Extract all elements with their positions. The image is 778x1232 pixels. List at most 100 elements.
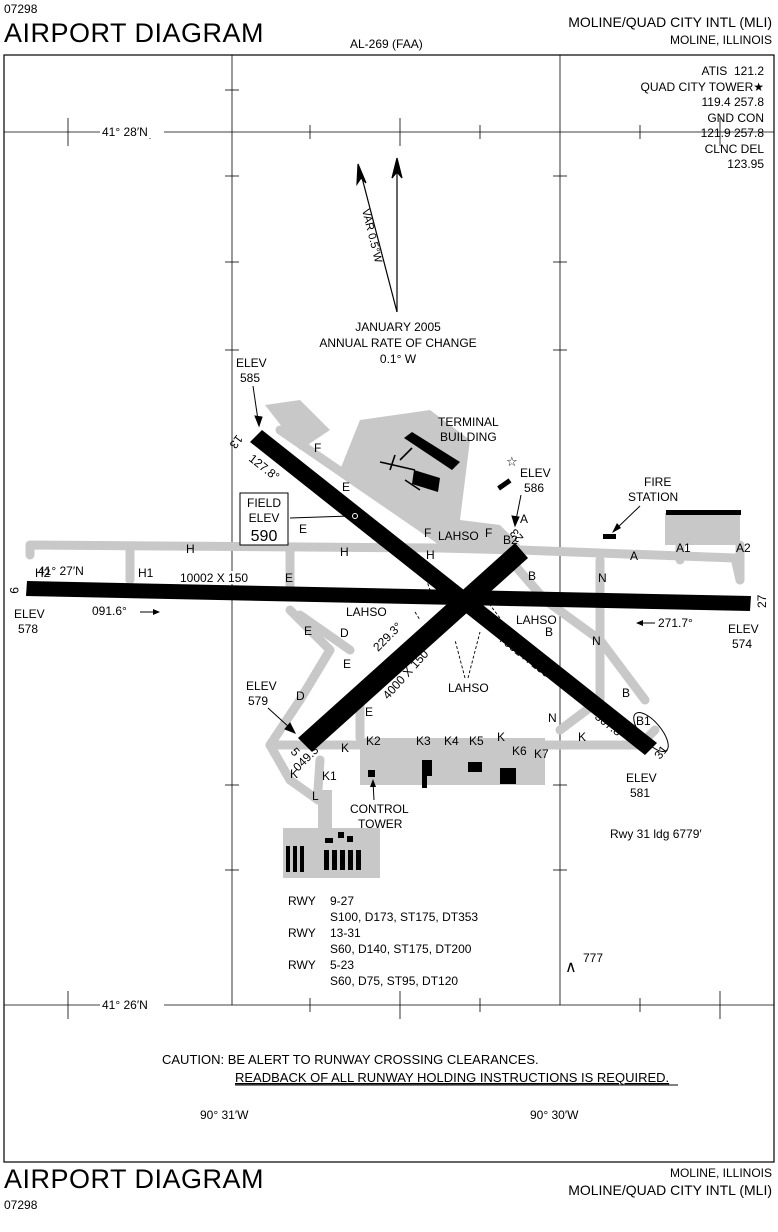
svg-text:B: B bbox=[545, 625, 553, 639]
page-title: AIRPORT DIAGRAM bbox=[4, 18, 265, 48]
footer-airport-name: MOLINE/QUAD CITY INTL (MLI) bbox=[568, 1182, 772, 1198]
rwy-27-label: 27 bbox=[755, 594, 769, 608]
runway-31-pad bbox=[633, 712, 669, 752]
svg-text:RWY: RWY bbox=[288, 958, 316, 972]
procedure-id: AL-269 (FAA) bbox=[350, 37, 423, 51]
svg-text:D: D bbox=[340, 626, 349, 640]
svg-text:A2: A2 bbox=[736, 541, 751, 555]
svg-text:B: B bbox=[528, 569, 536, 583]
svg-text:F: F bbox=[314, 441, 321, 455]
svg-text:K: K bbox=[290, 767, 298, 781]
hdg-27: 271.7° bbox=[658, 616, 693, 630]
elev-13-label: ELEV bbox=[236, 356, 267, 370]
rwy-13-label: 13 bbox=[226, 432, 245, 451]
svg-text:LAHSO: LAHSO bbox=[346, 605, 387, 619]
runway-9-27 bbox=[26, 581, 751, 611]
svg-text:RWY: RWY bbox=[288, 894, 316, 908]
elev-pointers bbox=[252, 385, 522, 734]
terminal-label1: TERMINAL bbox=[438, 415, 499, 429]
buildings bbox=[286, 432, 741, 872]
svg-text:A1: A1 bbox=[676, 541, 691, 555]
svg-text:K: K bbox=[341, 741, 349, 755]
svg-text:S60, D140, ST175, DT200: S60, D140, ST175, DT200 bbox=[330, 942, 472, 956]
beacon-icon: ☆ bbox=[506, 454, 518, 469]
runway-5-23 bbox=[298, 543, 528, 752]
svg-text:L: L bbox=[312, 789, 319, 803]
gnd-con: GND CON bbox=[707, 110, 764, 125]
svg-text:H: H bbox=[340, 545, 349, 559]
svg-text:LAHSO: LAHSO bbox=[438, 529, 479, 543]
mag-rate-label: ANNUAL RATE OF CHANGE bbox=[319, 336, 476, 350]
svg-text:K: K bbox=[578, 730, 586, 744]
elev-13: 585 bbox=[240, 371, 260, 385]
star-icon: ★ bbox=[753, 79, 764, 94]
svg-text:K2: K2 bbox=[366, 734, 381, 748]
svg-text:K6: K6 bbox=[512, 744, 527, 758]
svg-text:H: H bbox=[186, 542, 195, 556]
svg-text:H2: H2 bbox=[35, 566, 51, 580]
elev-9-label: ELEV bbox=[14, 607, 45, 621]
svg-text:N: N bbox=[598, 571, 607, 585]
ldg-distance: Rwy 31 ldg 6779′ bbox=[610, 827, 702, 841]
svg-text:N: N bbox=[548, 711, 557, 725]
elev-31-label: ELEV bbox=[626, 771, 657, 785]
svg-text:LAHSO: LAHSO bbox=[448, 681, 489, 695]
svg-text:D: D bbox=[296, 689, 305, 703]
obstacle-height: 777 bbox=[583, 951, 603, 965]
svg-text:F: F bbox=[424, 526, 431, 540]
map-frame bbox=[3, 54, 775, 1163]
svg-text:K5: K5 bbox=[469, 734, 484, 748]
footer-title: AIRPORT DIAGRAM bbox=[4, 1164, 265, 1194]
svg-text:B1: B1 bbox=[636, 714, 651, 728]
caution-line1: CAUTION: BE ALERT TO RUNWAY CROSSING CLE… bbox=[162, 1052, 539, 1067]
svg-text:E: E bbox=[342, 480, 350, 494]
footer-volume-id: 07298 bbox=[4, 1198, 38, 1212]
lat-bottom-label: 41° 26′N bbox=[102, 998, 148, 1012]
svg-text:S60, D75, ST95, DT120: S60, D75, ST95, DT120 bbox=[330, 974, 458, 988]
taxiway-b bbox=[505, 555, 650, 705]
elev-23-label: ELEV bbox=[520, 466, 551, 480]
svg-text:K3: K3 bbox=[416, 734, 431, 748]
airport-name: MOLINE/QUAD CITY INTL (MLI) bbox=[568, 14, 772, 30]
svg-text:5-23: 5-23 bbox=[330, 958, 354, 972]
svg-text:9-27: 9-27 bbox=[330, 894, 354, 908]
svg-text:RWY: RWY bbox=[288, 926, 316, 940]
svg-text:13-31: 13-31 bbox=[330, 926, 361, 940]
field-elev-label2: ELEV bbox=[249, 511, 280, 525]
terminal-building bbox=[404, 432, 460, 470]
north-arrow bbox=[356, 157, 403, 313]
frequencies-block: ATIS 121.2 QUAD CITY TOWER★ 119.4 257.8 … bbox=[641, 64, 764, 173]
runways bbox=[26, 430, 751, 755]
svg-text:E: E bbox=[365, 705, 373, 719]
svg-text:K: K bbox=[497, 730, 505, 744]
svg-text:E: E bbox=[343, 657, 351, 671]
field-elev-box bbox=[239, 492, 289, 546]
svg-text:S100, D173, ST175, DT353: S100, D173, ST175, DT353 bbox=[330, 910, 478, 924]
svg-text:K7: K7 bbox=[534, 747, 549, 761]
svg-text:N: N bbox=[592, 634, 601, 648]
elev-27-label: ELEV bbox=[728, 622, 759, 636]
control-tower-building bbox=[368, 770, 375, 777]
svg-text:A: A bbox=[630, 549, 638, 563]
fire-station-building bbox=[603, 534, 616, 539]
elev-5-label: ELEV bbox=[246, 679, 277, 693]
elev-5: 579 bbox=[248, 694, 268, 708]
svg-text:H1: H1 bbox=[138, 566, 154, 580]
tower-freq: 119.4 257.8 bbox=[701, 95, 764, 109]
elev-31: 581 bbox=[630, 786, 650, 800]
svg-text:K1: K1 bbox=[322, 769, 337, 783]
elev-9: 578 bbox=[18, 622, 38, 636]
lon-right-label: 90° 30′W bbox=[530, 1108, 579, 1122]
fire-label1: FIRE bbox=[644, 475, 671, 489]
taxiways bbox=[25, 425, 745, 805]
lon-left-label: 90° 31′W bbox=[200, 1108, 249, 1122]
bearing-strength: RWY 9-27 S100, D173, ST175, DT353 RWY 13… bbox=[288, 894, 478, 988]
rwy-9-27-dims: 10002 X 150 bbox=[180, 571, 248, 585]
svg-text:B: B bbox=[622, 686, 630, 700]
fire-label2: STATION bbox=[628, 490, 678, 504]
fire-station-apron bbox=[665, 513, 740, 545]
hangar-apron bbox=[283, 828, 380, 878]
lat-mid-label: 41° 27′N bbox=[38, 564, 84, 578]
runway-13-31 bbox=[250, 430, 657, 755]
mag-epoch: JANUARY 2005 bbox=[355, 320, 441, 334]
